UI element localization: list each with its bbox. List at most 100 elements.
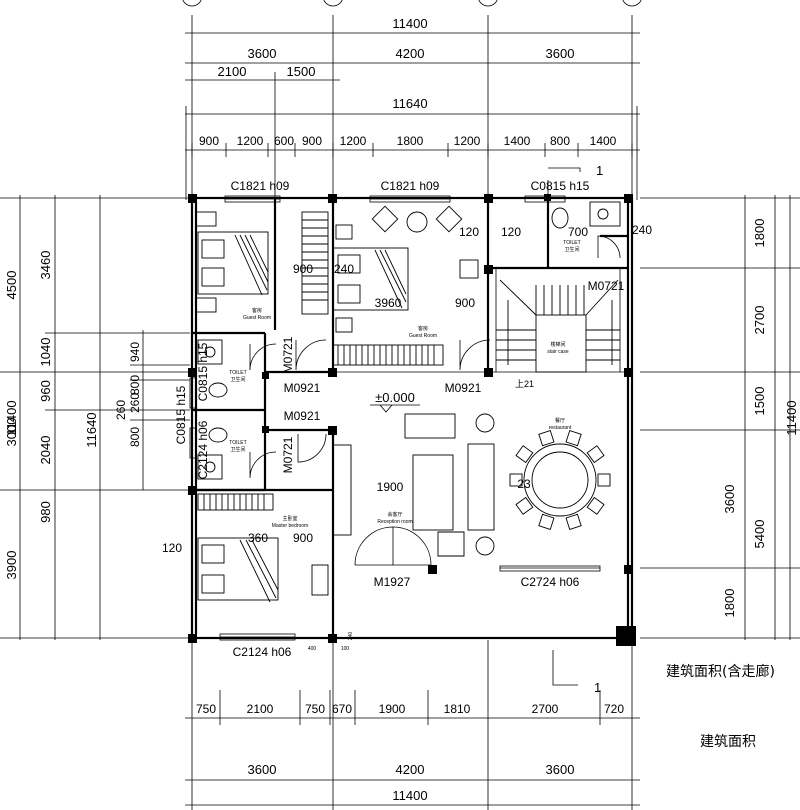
dim-bottom-overall: 11400 [392, 788, 427, 803]
window-label: C0815 h15 [196, 342, 210, 401]
dining-chair [538, 430, 555, 447]
interior-dim: 700 [568, 225, 588, 239]
dim-top-detail: 1200 [340, 134, 367, 148]
interior-dim: 360 [248, 531, 268, 545]
room-toilet-en: TOILET [229, 440, 246, 446]
dim-bottom-small: 100 [341, 646, 350, 652]
room-guest1-cn: 客房 [252, 307, 262, 314]
interior-dim: 240 [632, 223, 652, 237]
dim-right-total: 11400 [784, 400, 799, 435]
interior-dim: 900 [455, 296, 475, 310]
windows [189, 195, 601, 641]
room-toilet-cn: 卫生间 [230, 446, 245, 453]
room-reception-en: Reception room [377, 519, 412, 525]
axis-bubbles [182, 0, 642, 7]
dim-left-total: 11400 [4, 400, 19, 435]
dining-chair [586, 445, 605, 464]
interior-dim: 120 [162, 541, 182, 555]
dim-top-sub: 1500 [287, 64, 316, 79]
dim-top-detail: 1800 [397, 134, 424, 148]
opening-labels: C1821 h09 C1821 h09 C0815 h15 C0815 h15 … [162, 163, 652, 695]
dim-left-inner: 940 [128, 342, 142, 362]
dim-left-inner: 260 [114, 400, 128, 420]
left-dimensions: 4500 3000 3900 11400 3460 1040 960 2040 … [0, 195, 190, 640]
dim-bottom-detail: 750 [196, 702, 216, 716]
dim-right-outer: 1500 [752, 387, 767, 416]
interior-dim: 900 [293, 262, 313, 276]
dim-right-outer: 2700 [752, 306, 767, 335]
dim-left-outer: 3900 [4, 551, 19, 580]
dim-left-inner: 800 [128, 375, 142, 395]
interior-dim: 120 [459, 225, 479, 239]
room-guest2-en: Guest Room [409, 333, 437, 339]
door-label: M0921 [284, 409, 321, 423]
dim-top-detail: 1200 [454, 134, 481, 148]
room-stair-en: stair case [547, 349, 569, 355]
interior-dim: 1900 [377, 480, 404, 494]
dining-chair [565, 513, 582, 530]
dim-bottom-detail: 1810 [444, 702, 471, 716]
interior-dim: 23 [517, 477, 531, 491]
dim-left-total-mid: 11640 [84, 412, 99, 447]
dim-top-detail: 900 [302, 134, 322, 148]
dim-top-detail: 600 [274, 134, 294, 148]
door-label: M1927 [374, 575, 411, 589]
dim-left-mid: 2040 [38, 436, 53, 465]
elevation-mark: ±0.000 [375, 390, 415, 405]
area-notes: 建筑面积(含走廊) 建筑面积 [666, 663, 775, 750]
dim-bottom-detail: 2100 [247, 702, 274, 716]
room-restaurant-cn: 餐厅 [555, 417, 565, 424]
dim-left-outer: 3000 [4, 418, 19, 447]
dim-bottom-detail: 720 [604, 702, 624, 716]
doors [249, 235, 621, 566]
interior-dim: 900 [293, 531, 313, 545]
right-dimensions: 1800 2700 1500 3600 1800 5400 11400 [640, 195, 800, 640]
dim-top-detail: 1200 [237, 134, 264, 148]
dim-top-detail: 1400 [504, 134, 531, 148]
dim-top-detail: 800 [550, 134, 570, 148]
window-label: C2724 h06 [521, 575, 580, 589]
dim-left-mid: 960 [38, 380, 53, 402]
dim-right-outer: 3600 [722, 485, 737, 514]
dim-left-inner: 260 [128, 393, 142, 413]
dim-left-inner: 800 [128, 427, 142, 447]
room-master-cn: 主卧室 [282, 515, 297, 522]
dining-chair [538, 513, 555, 530]
dim-left-mid: 3460 [38, 251, 53, 280]
room-toilet-cn: 卫生间 [564, 246, 579, 253]
bottom-dimensions: 750 2100 750 670 1900 1810 2700 720 3600… [185, 632, 640, 810]
room-master-en: Master bedroom [272, 523, 308, 529]
dim-bottom-small: 400 [308, 646, 317, 652]
window-label: C2124 h06 [233, 645, 292, 659]
stair-up: 上21 [515, 379, 534, 389]
dim-top-bay: 3600 [546, 46, 575, 61]
room-guest2-cn: 客房 [418, 325, 428, 332]
room-restaurant-en: restaurant [549, 425, 572, 431]
dining-chair [509, 473, 523, 487]
interior-dim: 3960 [375, 296, 402, 310]
door-label: M0721 [588, 279, 625, 293]
window-label: C0815 h15 [174, 385, 188, 444]
door-label: M0921 [284, 381, 321, 395]
structural-columns [188, 194, 636, 646]
dim-bottom-bay: 3600 [546, 762, 575, 777]
dim-bottom-small: 240 [348, 632, 354, 641]
dim-bottom-bay: 4200 [396, 762, 425, 777]
door-label: M0721 [281, 436, 295, 473]
dim-bottom-detail: 2700 [532, 702, 559, 716]
dim-left-mid: 980 [38, 501, 53, 523]
dim-bottom-detail: 1900 [379, 702, 406, 716]
room-guest1-en: Guest Room [243, 315, 271, 321]
dim-bottom-detail: 670 [332, 702, 352, 716]
room-labels: 客房 Guest Room 客房 Guest Room 主卧室 Master b… [229, 240, 580, 529]
dim-right-outer: 1800 [722, 589, 737, 618]
dining-chair [586, 496, 605, 515]
window-label: C0815 h15 [531, 179, 590, 193]
door-label: M0921 [445, 381, 482, 395]
dim-bottom-bay: 3600 [248, 762, 277, 777]
dim-top-overall: 11400 [392, 16, 427, 31]
dim-top-detail: 900 [199, 134, 219, 148]
dining-chair [565, 430, 582, 447]
section-mark: 1 [594, 680, 601, 695]
